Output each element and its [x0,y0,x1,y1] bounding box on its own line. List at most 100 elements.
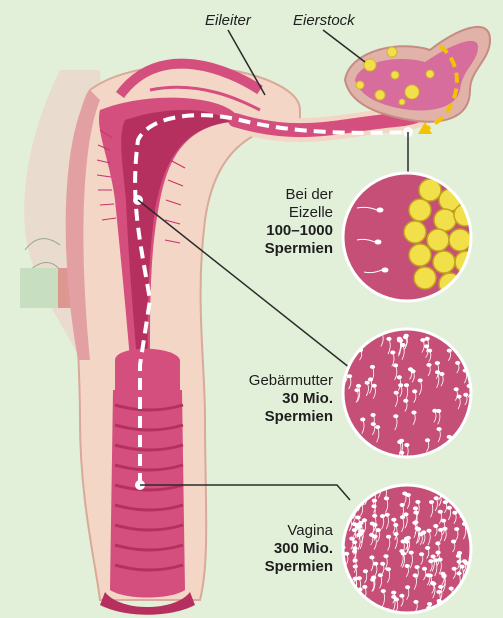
sperm-head [357,499,361,502]
sperm-head [342,424,346,427]
sperm-head [358,485,362,488]
sperm-head [427,349,431,352]
stage-vagina-count-unit: Spermien [225,558,333,576]
sperm-head [362,484,366,487]
sperm-head [356,443,360,446]
sperm-tail [466,587,468,603]
sperm-tail [342,514,344,530]
sperm-head [341,513,345,516]
label-fallopian-tube: Eileiter [205,12,251,30]
egg-cell-with-sperm-icon [343,173,481,301]
sperm-head [351,446,355,449]
sperm-head [443,501,447,504]
sperm-head [451,540,455,543]
stage-egg-count-unit: Spermien [225,240,333,258]
sperm-head [436,551,440,554]
sperm-head [351,330,355,333]
sperm-head [351,336,355,339]
sperm-head [440,372,444,375]
sperm-tail [466,448,468,463]
stage-egg-line2: Eizelle [225,204,333,222]
sperm-tail [343,610,345,618]
sperm-head [453,511,457,514]
stage-uterus-count-unit: Spermien [205,408,333,426]
sperm-head [352,529,356,532]
sperm-head [467,517,471,520]
sperm-head [352,504,356,507]
sperm-head [416,500,420,503]
sperm-head [456,554,460,557]
stage-egg-line1: Bei der [225,186,333,204]
sperm-head [414,511,418,514]
sperm-head [343,584,347,587]
stage-egg-label: Bei der Eizelle 100–1000 Spermien [225,186,333,258]
sperm-tail [352,448,354,459]
stage-uterus-label: Gebärmutter 30 Mio. Spermien [205,372,333,426]
sperm-head [347,375,351,378]
stage-vagina-count: 300 Mio. [225,540,333,558]
label-ovary: Eierstock [293,12,355,30]
sperm-tail [450,607,452,618]
sperm-head [353,559,357,562]
sperm-head [458,496,462,499]
sperm-head [371,413,375,416]
sperm-tail [344,586,346,599]
sperm-tail [344,508,346,520]
sperm-head [427,602,431,605]
sperm-tail [464,485,466,497]
sperm-head [448,606,452,609]
sperm-tail [460,497,462,508]
stage-vagina-line1: Vagina [225,522,333,540]
sperm-tail [467,496,469,511]
stage-egg-count: 100–1000 [225,222,333,240]
sperm-tail [432,610,434,618]
sperm-head [462,586,466,589]
sperm-head [469,485,473,488]
stage-uterus-count: 30 Mio. [205,390,333,408]
sperm-tail [466,599,468,610]
sperm-head [363,492,367,495]
sperm-tail [469,594,471,609]
sperm-tail [352,442,354,456]
sperm-tail [357,444,359,458]
sperm-tail [469,413,471,424]
sperm-head [351,440,355,443]
sperm-head [465,598,469,601]
sperm-head [421,339,425,342]
sperm-head [372,499,376,502]
sperm-tail [443,612,445,618]
sperm-head [347,448,351,451]
sperm-tail [359,487,361,502]
sperm-head [424,345,428,348]
sperm-tail [353,332,355,345]
sperm-tail [463,588,465,601]
sperm-tail [363,485,365,500]
sperm-head [405,443,409,446]
sperm-head [415,566,419,569]
sperm-head [437,487,441,490]
sperm-head [465,494,469,497]
sperm-tail [362,603,364,617]
sperm-head [462,484,466,487]
sperm-tail [353,338,355,349]
sperm-tail [456,606,458,618]
sperm-head [468,592,472,595]
cervix [115,349,180,390]
sperm-head [377,483,381,486]
sperm-tail [343,426,345,439]
sperm-head [464,586,468,589]
sperm-head [436,542,440,545]
sperm-head [459,505,463,508]
sperm-head [361,601,365,604]
sperm-head [442,610,446,613]
sperm-tail [470,487,472,497]
sperm-head [454,605,458,608]
sperm-head [343,507,347,510]
sperm-head [341,510,345,513]
sperm-tail [443,446,445,459]
stage-vagina-label: Vagina 300 Mio. Spermien [225,522,333,576]
sperm-head [465,446,469,449]
sperm-head [437,428,441,431]
sperm-tail [348,449,350,465]
